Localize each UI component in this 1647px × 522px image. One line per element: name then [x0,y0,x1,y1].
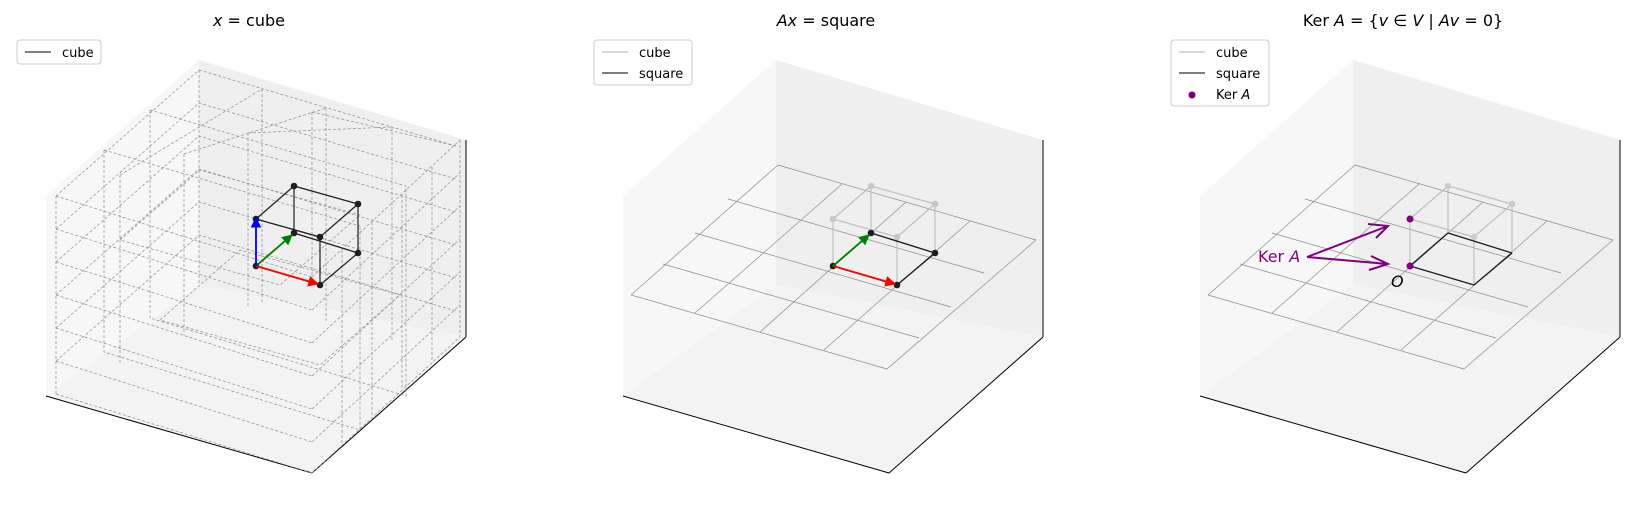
image-vector-Ae2 [832,234,870,267]
title-part: = 0} [1459,11,1503,30]
faded-cube-vertices [1444,182,1516,241]
panel-2-title: Ax = square [776,11,876,30]
lattice-grid [55,69,461,474]
plane-grid [1207,164,1614,370]
panel-kernel: Ker A = {v ∈ V | Av = 0} [1170,11,1621,474]
legend-square-label: square [639,67,683,82]
faded-cube [1409,185,1513,285]
panel-2-title-eq: = [797,11,821,30]
title-part: v [1379,11,1389,30]
kernel-annotation-part: Ker [1258,247,1289,266]
panel-1-title-eq: = [222,11,246,30]
legend-square-label: square [1216,67,1260,82]
plane-grid [630,164,1037,370]
kernel-annotation-part: A [1288,247,1300,266]
axes [622,140,1044,474]
panel-1-title-rest: cube [246,11,285,30]
legend-kernel-label-part: A [1240,88,1250,103]
panel-square: Ax = square [593,11,1044,474]
legend-cube-label: cube [62,46,94,61]
legend-kernel-label: Ker A [1216,88,1250,103]
axes [1199,140,1621,474]
legend-panel-3: cube square Ker A [1170,39,1270,107]
title-part: A [1333,11,1345,30]
kernel-points [1406,215,1414,270]
panel-1-title-var: x [212,11,223,30]
image-vector-Ae1 [832,265,897,287]
pane-left [623,60,776,396]
legend-cube-label: cube [639,46,671,61]
title-part: Av [1438,11,1460,30]
basis-vector-e2 [255,234,293,267]
pane-right [776,60,1043,337]
origin-label: O [1391,272,1404,291]
kernel-annotation-arrows [1306,223,1391,271]
title-part: ∈ [1388,11,1412,30]
title-part: | [1423,11,1439,30]
legend-cube-label: cube [1216,46,1248,61]
pane-right [199,60,466,337]
legend-kernel-label-part: Ker [1216,88,1241,103]
panel-2-title-var: Ax [776,11,798,30]
faded-cube-vertices [829,182,939,241]
panel-1-title: x = cube [212,11,285,30]
legend-kernel-swatch [1188,91,1196,99]
kernel-annotation: Ker A [1258,247,1300,266]
title-part: V [1412,11,1424,30]
panel-cube: x = cube [16,11,467,474]
pane-right [1353,60,1620,337]
basis-vector-e1 [255,265,320,287]
legend-panel-2: cube square [593,39,693,86]
title-part: Ker [1303,11,1334,30]
square [1409,232,1513,286]
title-part: = { [1345,11,1379,30]
panel-2-title-rest: square [821,11,876,30]
legend-panel-1: cube [16,39,102,65]
pane-left [46,60,199,396]
faded-cube [832,185,936,285]
panel-3-title: Ker A = {v ∈ V | Av = 0} [1303,11,1503,30]
pane-left [1200,60,1353,396]
axes [45,140,467,474]
